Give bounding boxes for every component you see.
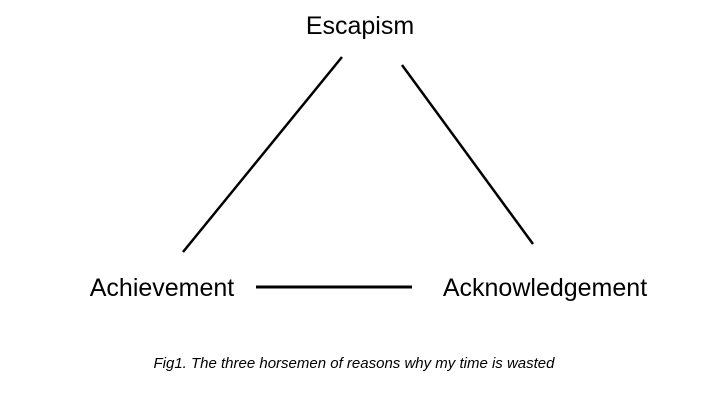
node-label-escapism: Escapism (305, 12, 415, 40)
edge-achievement-escapism (182, 56, 343, 253)
figure-caption: Fig1. The three horsemen of reasons why … (153, 355, 555, 372)
node-label-achievement: Achievement (89, 274, 235, 302)
edge-escapism-acknowledgement (400, 64, 535, 245)
node-label-acknowledgement: Acknowledgement (442, 274, 648, 302)
